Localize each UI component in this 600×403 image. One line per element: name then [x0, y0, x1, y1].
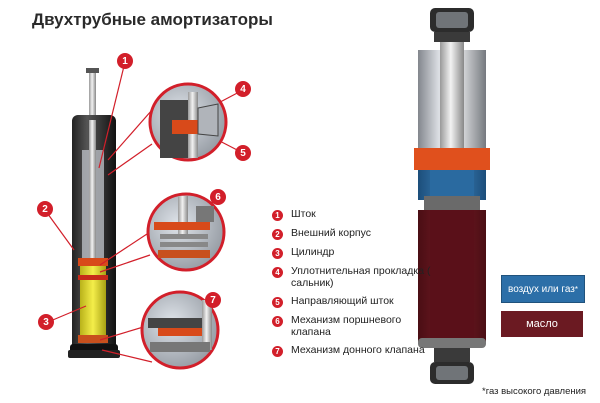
callout-1: 1 — [117, 53, 133, 69]
legend-number: 3 — [272, 248, 283, 259]
legend-number: 1 — [272, 210, 283, 221]
legend-item: 7 Механизм донного клапана — [272, 344, 442, 357]
legend-item: 6 Механизм поршневого клапана — [272, 314, 442, 338]
legend-number: 5 — [272, 297, 283, 308]
footnote: *газ высокого давления — [482, 386, 587, 397]
callout-4: 4 — [235, 81, 251, 97]
legend-text: Механизм поршневого клапана — [291, 314, 402, 338]
callout-label: 4 — [240, 83, 246, 95]
callout-label: 6 — [215, 191, 221, 203]
callout-label: 2 — [42, 203, 48, 215]
gas-key-label: воздух или газ — [508, 283, 575, 295]
legend-item: 5 Направляющий шток — [272, 295, 442, 308]
callout-label: 3 — [43, 316, 49, 328]
page-title: Двухтрубные амортизаторы — [32, 10, 273, 29]
magnifier-piston-valve — [146, 192, 226, 272]
cutaway-absorber — [414, 8, 490, 384]
legend-item: 1 Шток — [272, 208, 442, 221]
legend-number: 2 — [272, 229, 283, 240]
legend: 1 Шток 2 Внешний корпус 3 Цилиндр 4 Уплотнит… — [272, 208, 442, 363]
callout-label: 7 — [210, 294, 216, 306]
legend-text: Уплотнительная прокладка ( сальник) — [291, 265, 431, 289]
legend-item: 4 Уплотнительная прокладка ( сальник) — [272, 265, 442, 289]
callout-5: 5 — [235, 145, 251, 161]
magnifier-base-valve — [140, 290, 220, 370]
oil-key: масло — [501, 311, 583, 337]
callout-2: 2 — [37, 201, 53, 217]
callout-7: 7 — [205, 292, 221, 308]
legend-text: Внешний корпус — [291, 227, 371, 239]
legend-number: 7 — [272, 346, 283, 357]
legend-text: Направляющий шток — [291, 295, 394, 307]
gas-key-mark: * — [574, 284, 578, 294]
legend-text: Цилиндр — [291, 246, 335, 258]
callout-label: 5 — [240, 147, 246, 159]
callout-6: 6 — [210, 189, 226, 205]
legend-text: Механизм донного клапана — [291, 344, 425, 356]
legend-number: 6 — [272, 316, 283, 327]
gas-key: воздух или газ* — [501, 275, 585, 303]
magnifier-seal — [148, 82, 228, 162]
legend-item: 2 Внешний корпус — [272, 227, 442, 240]
legend-text: Шток — [291, 208, 316, 220]
callout-3: 3 — [38, 314, 54, 330]
legend-item: 3 Цилиндр — [272, 246, 442, 259]
legend-number: 4 — [272, 267, 283, 278]
callout-label: 1 — [122, 55, 128, 67]
twin-tube-absorber — [68, 68, 120, 358]
